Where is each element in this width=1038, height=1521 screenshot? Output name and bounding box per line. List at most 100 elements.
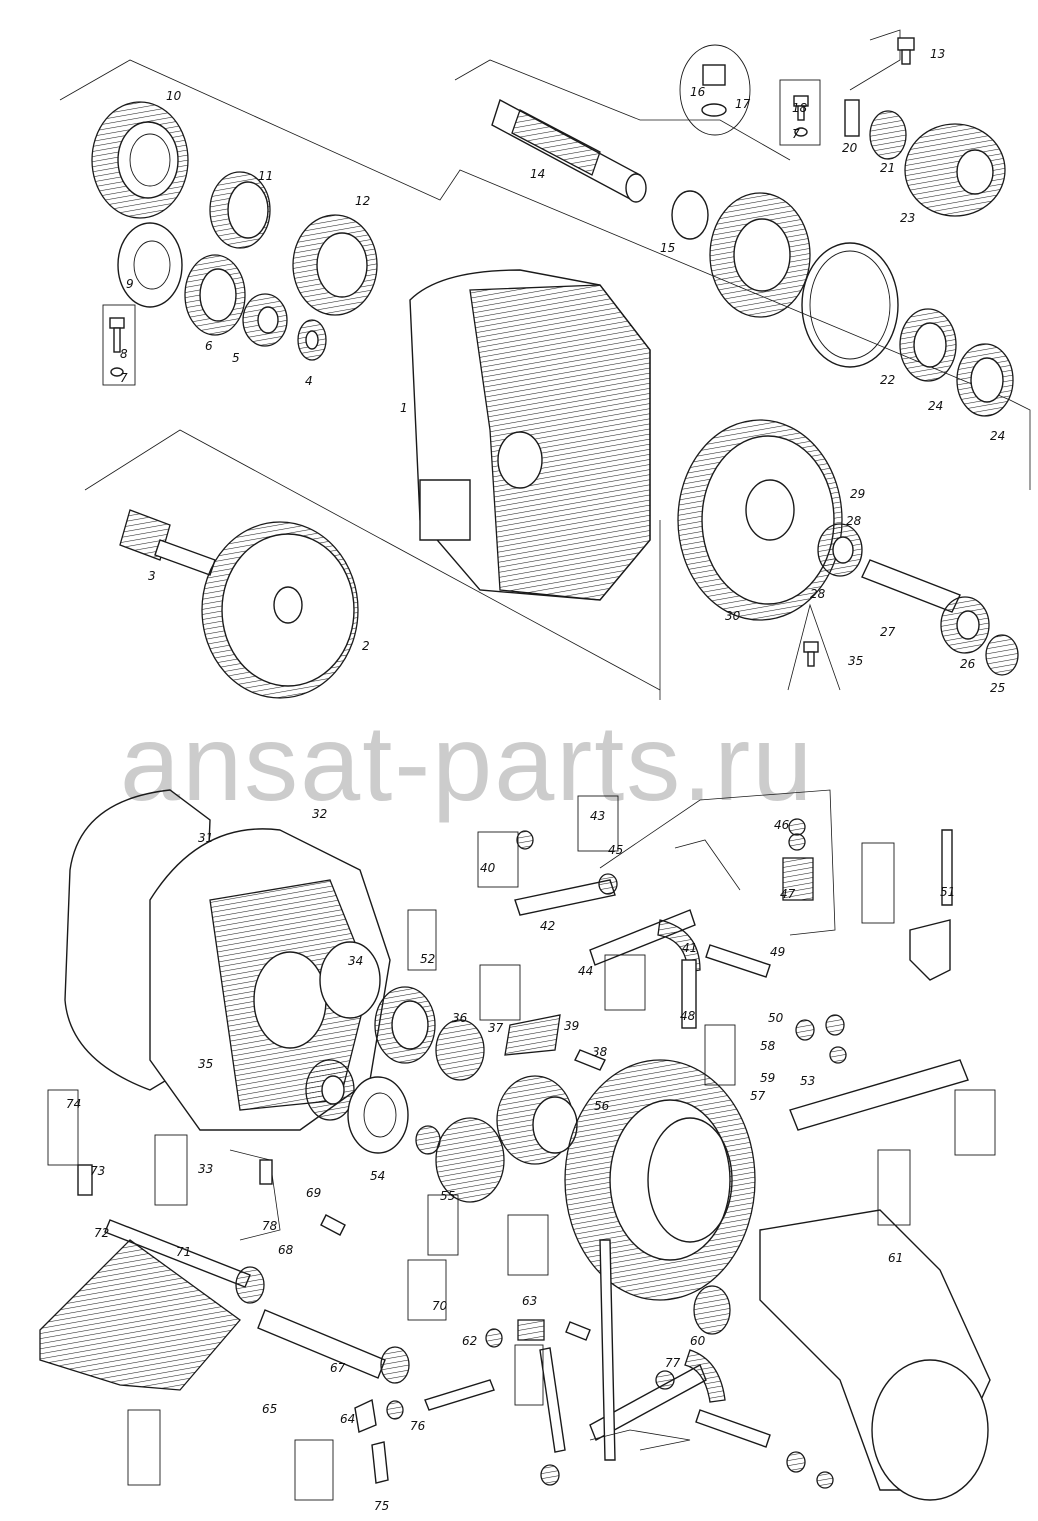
nut-icon [788, 818, 806, 836]
bushing-icon [209, 171, 271, 249]
flange-icon [319, 941, 381, 1019]
bolt-icon [897, 37, 915, 65]
nut-icon [829, 1046, 847, 1064]
lock-plate-icon [77, 1164, 93, 1196]
part-number-label: 68 [278, 1243, 294, 1257]
part-number-label: 73 [90, 1164, 105, 1178]
part-number-label: 24 [928, 399, 943, 413]
part-number-label: 43 [590, 809, 605, 823]
part-number-label: 45 [608, 843, 623, 857]
gasket-icon [347, 1076, 409, 1154]
part-number-label: 75 [374, 1499, 389, 1513]
bolt-group-frame [779, 79, 821, 146]
bolt-group-frame [577, 795, 619, 852]
part-number-label: 4 [305, 374, 313, 388]
bushing-icon [380, 1346, 410, 1384]
ring-icon [671, 190, 709, 240]
part-number-label: 11 [258, 169, 273, 183]
part-number-label: 28 [810, 587, 826, 601]
pin-icon [424, 1379, 495, 1411]
cover-plate-icon [117, 222, 183, 308]
bolt-group-frame [407, 1259, 447, 1321]
part-number-label: 3 [148, 569, 156, 583]
nut-icon [540, 1464, 560, 1486]
coupler-icon [517, 1319, 545, 1341]
part-number-label: 9 [126, 277, 134, 291]
part-number-label: 37 [488, 1021, 504, 1035]
part-number-label: 58 [760, 1039, 776, 1053]
nut-icon [825, 1014, 845, 1036]
part-number-label: 62 [462, 1334, 477, 1348]
part-number-label: 38 [592, 1045, 608, 1059]
shaft-icon [119, 509, 216, 576]
elbow-housing-icon [759, 1209, 991, 1501]
part-number-label: 22 [880, 373, 895, 387]
nut-icon [516, 830, 534, 850]
leader-40-lower [589, 1429, 691, 1451]
part-number-label: 32 [312, 807, 327, 821]
part-number-label: 44 [578, 964, 593, 978]
bolt-icon [803, 641, 819, 667]
part-number-label: 8 [120, 347, 128, 361]
bearing-icon [91, 101, 189, 219]
tube-icon [257, 1309, 386, 1379]
part-number-label: 40 [480, 861, 496, 875]
gear-icon [904, 123, 1006, 217]
bracket-icon [909, 919, 951, 981]
part-number-label: 20 [842, 141, 858, 155]
plug-icon [679, 44, 751, 136]
part-number-label: 14 [530, 167, 545, 181]
bolt-group-frame [877, 1149, 911, 1226]
part-number-label: 1 [400, 401, 408, 415]
group-leader-shaft [454, 59, 791, 161]
part-number-label: 76 [410, 1419, 426, 1433]
part-number-label: 17 [735, 97, 751, 111]
leader-80 [229, 1149, 281, 1241]
part-number-label: 67 [330, 1361, 346, 1375]
ring-icon [693, 1285, 731, 1335]
housing-icon [564, 1059, 756, 1301]
shaft-icon [861, 559, 961, 613]
gear-icon [201, 521, 359, 699]
bolt-icon [793, 95, 809, 137]
bolt-group-frame [861, 842, 895, 924]
nut-icon [795, 1019, 815, 1041]
part-number-label: 51 [940, 885, 955, 899]
bolt-group-frame [427, 1194, 459, 1256]
bolt-group-frame [507, 1214, 549, 1276]
sleeve-icon [496, 1075, 578, 1165]
group-leader-lower [84, 429, 661, 691]
group-leader-bolt13 [849, 29, 901, 91]
nut-icon [386, 1400, 404, 1420]
bolt-group-frame [102, 304, 136, 386]
part-number-label: 35 [848, 654, 863, 668]
part-number-label: 27 [880, 625, 896, 639]
part-number-label: 31 [198, 831, 213, 845]
part-number-label: 41 [682, 941, 697, 955]
washer-icon [297, 319, 327, 361]
spring-icon [782, 857, 814, 901]
pin-icon [565, 1321, 591, 1341]
part-number-label: 13 [930, 47, 945, 61]
bracket-icon [39, 1239, 241, 1391]
link-icon [681, 959, 697, 1029]
bracket-icon [504, 1014, 561, 1056]
seal-icon [899, 308, 957, 382]
bolt-group-frame [514, 1344, 544, 1406]
shaft-icon [705, 944, 771, 978]
bolt-group-frame [604, 954, 646, 1011]
seal-icon [956, 343, 1014, 417]
bushing-icon [235, 1266, 265, 1304]
part-number-label: 60 [690, 1334, 706, 1348]
nut-icon [786, 1451, 806, 1473]
part-number-label: 42 [540, 919, 555, 933]
lock-plate-icon [844, 99, 860, 137]
part-number-label: 33 [198, 1162, 213, 1176]
gasket-icon [184, 254, 246, 336]
bearing-icon [940, 596, 990, 654]
part-number-label: 48 [680, 1009, 696, 1023]
bolt-group-frame [294, 1439, 334, 1501]
